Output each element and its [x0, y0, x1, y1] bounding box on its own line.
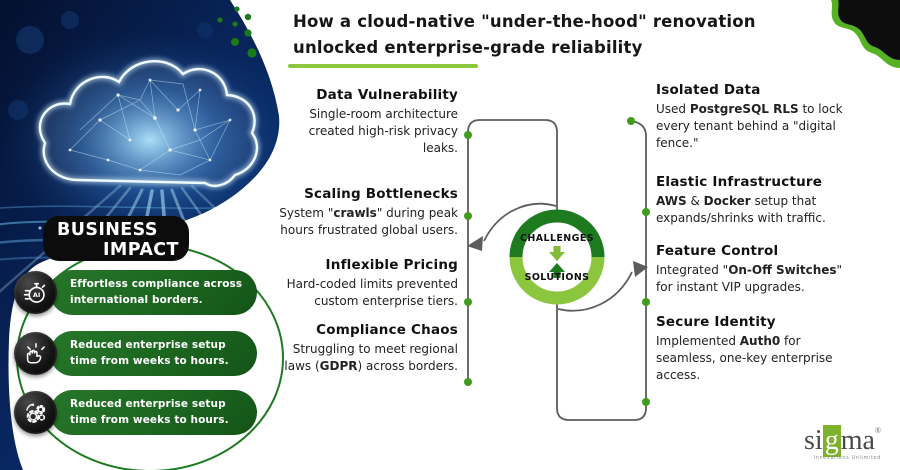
registered-mark: ® [874, 426, 881, 435]
item-title: Elastic Infrastructure [656, 174, 823, 191]
page-title: How a cloud-native "under-the-hood" reno… [293, 9, 773, 62]
item-title: Scaling Bottlenecks [304, 186, 458, 203]
badge-text: Reduced enterprise setup time from weeks… [70, 397, 229, 429]
fist-celebration-icon [14, 332, 57, 375]
item-body: Implemented Auth0 for seamless, one-key … [656, 334, 833, 383]
badge-pill: Reduced enterprise setup time from weeks… [50, 331, 257, 376]
svg-text:AI: AI [32, 291, 39, 299]
item-body: Integrated "On-Off Switches" for instant… [656, 263, 843, 295]
item-body: System "crawls" during peak hours frustr… [279, 206, 458, 238]
business-impact-label: BUSINESS IMPACT [43, 216, 189, 261]
arrow-to-challenges [483, 202, 557, 242]
flow-dots [464, 117, 650, 406]
title-underline [288, 64, 478, 68]
badge-text: Effortless compliance across internation… [70, 277, 242, 309]
gears-icon [14, 391, 57, 434]
badge-text-line1: Reduced enterprise setup [70, 338, 226, 351]
right-arrowhead-icon [633, 261, 648, 277]
badge-text: Reduced enterprise setup time from weeks… [70, 338, 229, 370]
badge-text-line1: Effortless compliance across [70, 277, 243, 290]
impact-badge-setup-time: Reduced enterprise setup time from weeks… [0, 331, 280, 377]
item-title: Isolated Data [656, 82, 761, 98]
ring-top-half [509, 209, 605, 258]
left-arrowhead-icon [467, 236, 483, 251]
corner-decoration [831, 0, 900, 68]
logo-tagline: Innovations Unlimited [813, 455, 881, 461]
ring-label-solutions: SOLUTIONS [524, 272, 590, 283]
ring-bottom-half [509, 256, 605, 305]
item-body: Used PostgreSQL RLS to lock every tenant… [656, 102, 843, 151]
item-title: Data Vulnerability [316, 87, 458, 103]
item-body: Single-room architecture created high-ri… [308, 107, 458, 156]
item-title: Inflexible Pricing [325, 257, 458, 274]
badge-text-line2: international borders. [70, 293, 203, 306]
badge-text-line2: time from weeks to hours. [70, 354, 229, 367]
title-line1: How a cloud-native "under-the-hood" reno… [293, 12, 756, 31]
ring-label-challenges: CHALLENGES [520, 233, 594, 244]
logo-text: sigma [804, 425, 875, 457]
impact-line1: BUSINESS [57, 220, 158, 240]
impact-line2: IMPACT [103, 240, 179, 261]
item-title: Secure Identity [656, 314, 776, 331]
cloud-network-image [0, 0, 280, 470]
badge-text-line2: time from weeks to hours. [70, 413, 229, 426]
item-title: Feature Control [656, 243, 779, 260]
sigma-logo: sigma® Innovations Unlimited [804, 425, 881, 461]
item-body: Struggling to meet regional laws (GDPR) … [284, 342, 458, 374]
badge-pill: Effortless compliance across internation… [50, 270, 257, 315]
impact-badge-compliance: Effortless compliance across internation… [0, 270, 280, 316]
cloud-icon [36, 58, 260, 189]
item-body: AWS & Docker setup that expands/shrinks … [656, 194, 826, 226]
badge-text-line1: Reduced enterprise setup [70, 397, 226, 410]
arrow-to-solutions [557, 271, 633, 312]
flow-line [467, 119, 647, 421]
up-arrow-icon [549, 263, 565, 278]
item-title: Compliance Chaos [316, 322, 458, 339]
badge-pill: Reduced enterprise setup time from weeks… [50, 390, 257, 435]
item-body: Hard-coded limits prevented custom enter… [286, 277, 458, 309]
ai-stopwatch-icon: AI [14, 271, 57, 314]
title-line2: unlocked enterprise-grade reliability [293, 38, 643, 58]
impact-badge-automation: Reduced enterprise setup time from weeks… [0, 390, 280, 436]
down-arrow-icon [549, 246, 565, 261]
green-dots-decoration [217, 6, 257, 58]
